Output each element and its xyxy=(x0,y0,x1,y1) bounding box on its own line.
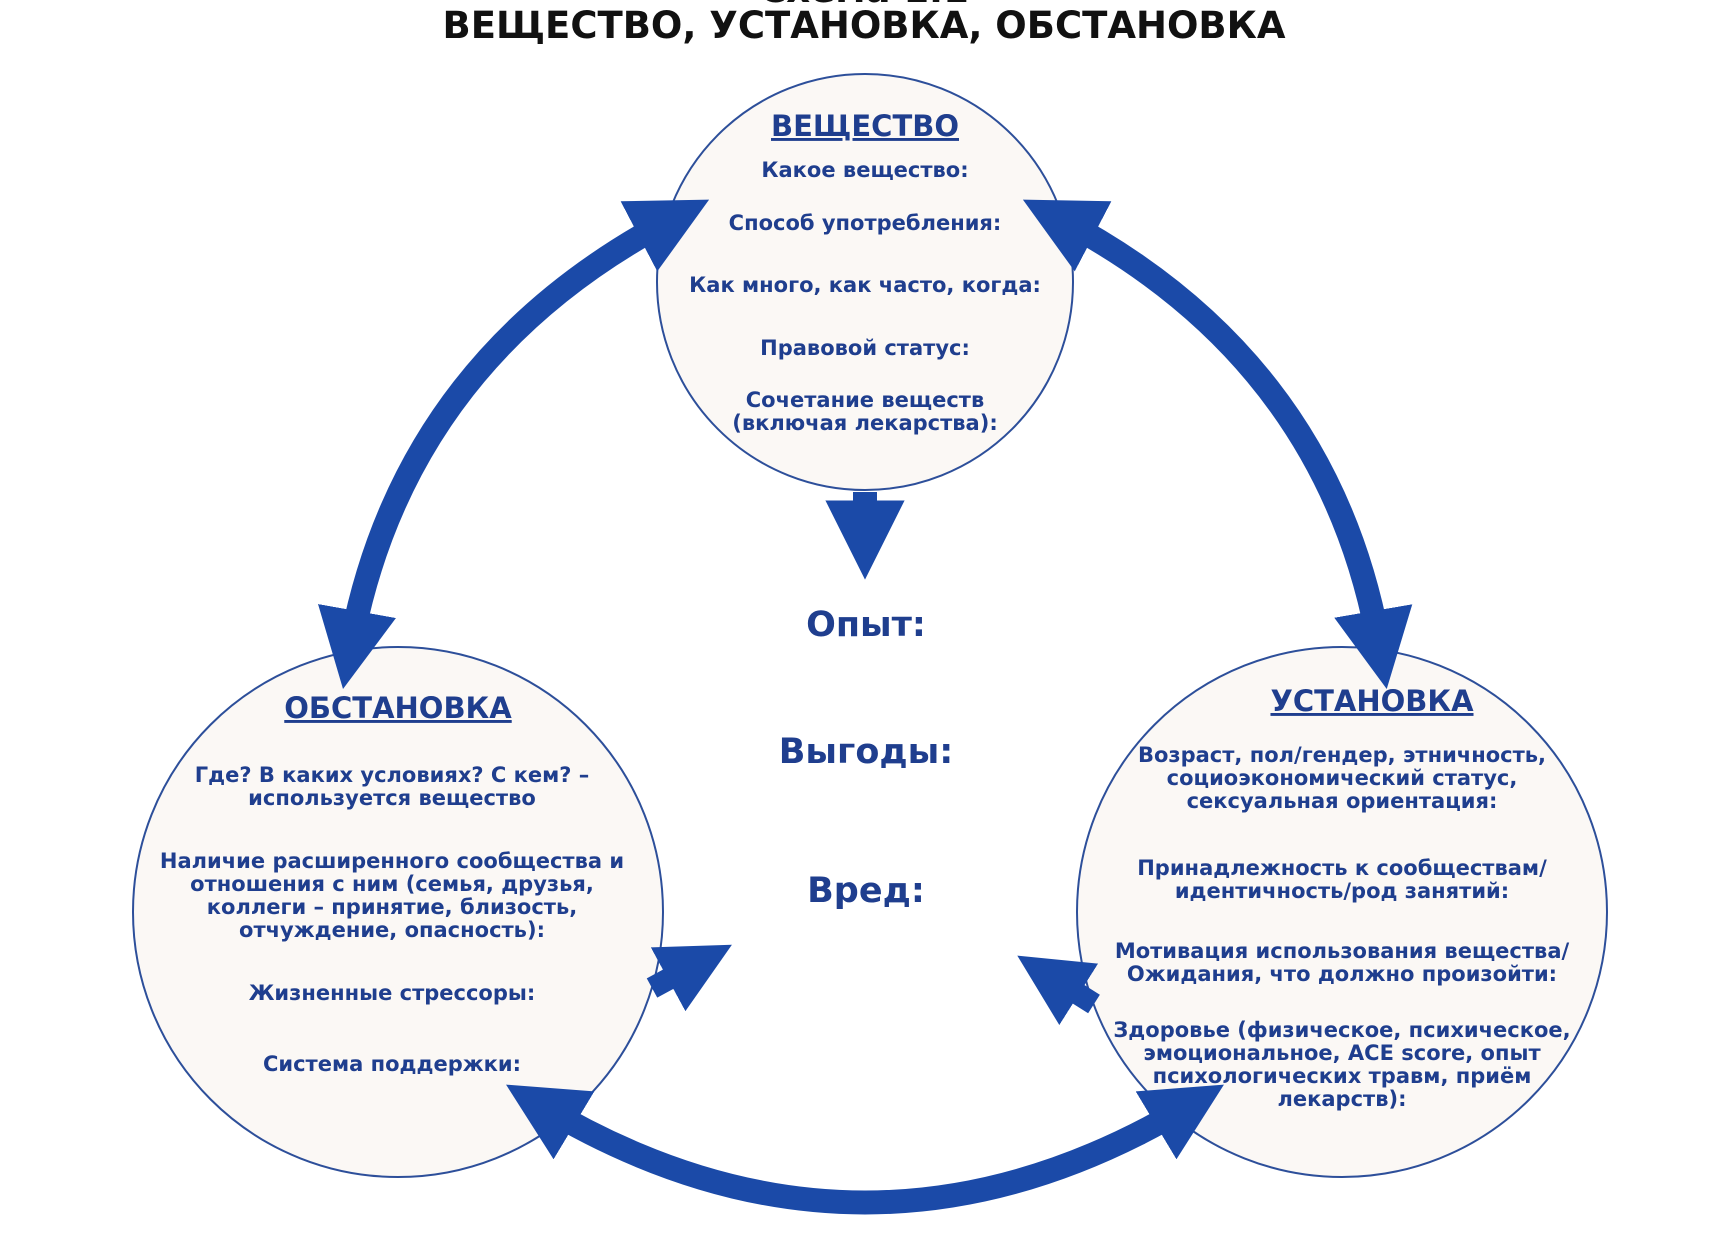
set-item-line: Здоровье (физическое, психическое, xyxy=(1113,1018,1570,1042)
diagram-title: ВЕЩЕСТВО, УСТАНОВКА, ОБСТАНОВКА xyxy=(443,4,1286,47)
substance-item-line: Способ употребления: xyxy=(729,211,1002,235)
harm-label: Вред: xyxy=(807,871,925,911)
substance-item-line: (включая лекарства): xyxy=(732,411,997,435)
setting-item-line: Система поддержки: xyxy=(263,1052,521,1076)
substance-item-line: Правовой статус: xyxy=(760,336,970,360)
setting-item-line: Наличие расширенного сообщества и xyxy=(160,849,624,873)
substance-item-line: Сочетание веществ xyxy=(746,388,985,412)
set-item-line: эмоциональное, ACE score, опыт xyxy=(1143,1041,1541,1065)
setting-item-line: используется вещество xyxy=(248,786,536,810)
diagram-title-line1: Схема 1.1 xyxy=(759,0,969,11)
set-item-line: Возраст, пол/гендер, этничность, xyxy=(1138,743,1546,767)
set-item-line: психологических травм, приём xyxy=(1153,1064,1532,1088)
setting-item-line: Где? В каких условиях? С кем? – xyxy=(195,763,590,787)
set-item-line: Мотивация использования вещества/ xyxy=(1115,939,1570,963)
set-items: Возраст, пол/гендер, этничность,социоэко… xyxy=(1113,743,1570,1111)
set-item-line: социоэкономический статус, xyxy=(1167,766,1518,790)
substance-item-line: Как много, как часто, когда: xyxy=(689,273,1041,297)
experience-label: Опыт: xyxy=(806,605,926,645)
set-item-line: сексуальная ориентация: xyxy=(1187,789,1498,813)
arrow-setting-set xyxy=(506,1084,1224,1215)
setting-heading: ОБСТАНОВКА xyxy=(284,691,512,725)
setting-item-line: отношения с ним (семья, друзья, xyxy=(190,872,594,896)
set-item-line: лекарств): xyxy=(1278,1087,1407,1111)
arrow-set-to-outcomes xyxy=(1017,955,1100,1026)
set-heading: УСТАНОВКА xyxy=(1270,684,1474,718)
benefits-label: Выгоды: xyxy=(779,732,954,772)
setting-item-line: отчуждение, опасность): xyxy=(239,918,545,942)
setting-items: Где? В каких условиях? С кем? –используе… xyxy=(160,763,624,1076)
substance-item-line: Какое вещество: xyxy=(761,158,968,182)
substance-heading: ВЕЩЕСТВО xyxy=(771,109,959,143)
arrow-setting-to-outcomes xyxy=(646,944,732,1012)
substance-items: Какое вещество: Способ употребления: Как м… xyxy=(689,158,1041,435)
arrow-substance-set xyxy=(1022,199,1413,690)
arrow-substance-setting xyxy=(318,199,710,689)
setting-item-line: Жизненные стрессоры: xyxy=(249,981,536,1005)
set-item-line: Ожидания, что должно произойти: xyxy=(1127,962,1557,986)
setting-item-line: коллеги – принятие, близость, xyxy=(207,895,577,919)
set-item-line: идентичность/род занятий: xyxy=(1175,879,1509,903)
set-item-line: Принадлежность к сообществам/ xyxy=(1137,856,1547,880)
